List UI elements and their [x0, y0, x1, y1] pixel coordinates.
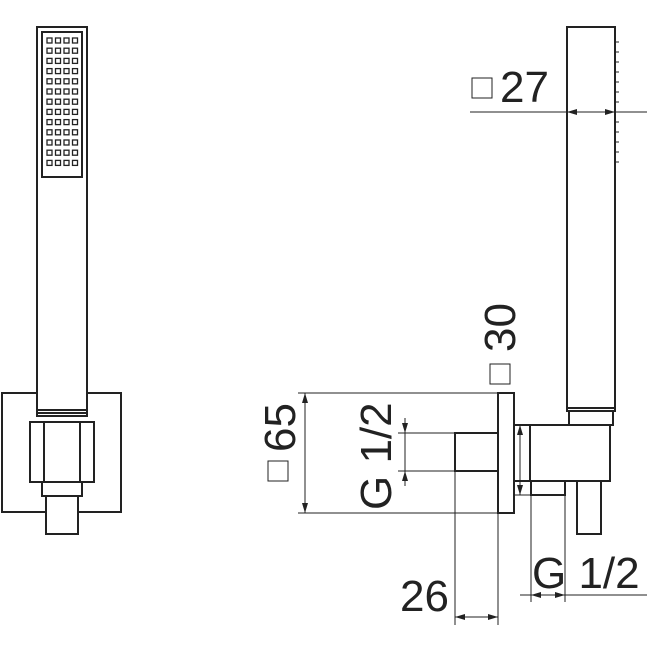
nozzle [71, 139, 79, 146]
nozzle [46, 108, 53, 116]
nozzle [54, 67, 62, 75]
dim-top-square-label: 27 [500, 63, 549, 112]
dimension-depth-26: 26 [400, 471, 499, 625]
nozzle [71, 47, 79, 54]
square-symbol-icon [489, 363, 511, 385]
nozzle [71, 78, 79, 85]
nozzle [71, 149, 79, 156]
nozzle [63, 67, 70, 75]
nozzle [71, 129, 79, 136]
nozzle [71, 37, 79, 44]
nozzle [54, 78, 62, 85]
nozzle [71, 98, 79, 105]
nozzle [54, 47, 62, 54]
square-symbol-icon [471, 77, 493, 99]
nozzle [71, 88, 79, 95]
side-view [454, 26, 619, 535]
nozzle [63, 98, 70, 105]
nozzle [54, 118, 62, 126]
nozzle [54, 98, 62, 105]
handset-collar-side [568, 410, 614, 426]
nozzle-edge-side [615, 41, 619, 163]
handset-body-side [566, 26, 616, 412]
nozzle [46, 88, 53, 95]
dim-left-square-label: 65 [256, 403, 305, 452]
hose-pipe-front [45, 495, 79, 535]
nozzle [54, 149, 62, 156]
bracket-lower-pipe [576, 480, 602, 535]
nozzle [63, 139, 70, 146]
nozzle [46, 139, 53, 146]
nozzle [63, 108, 70, 116]
nozzle [54, 37, 62, 44]
nozzle [54, 108, 62, 116]
bracket-front [29, 421, 95, 483]
nozzle [54, 88, 62, 95]
nozzle [54, 139, 62, 146]
nozzle [63, 88, 70, 95]
dimension-square-27: 27 [470, 63, 647, 115]
nozzle [46, 67, 53, 75]
nozzle [46, 129, 53, 136]
nozzle [54, 129, 62, 136]
dim-depth-label: 26 [400, 572, 449, 621]
nozzle [46, 149, 53, 156]
nozzle [46, 47, 53, 54]
nozzle [63, 78, 70, 85]
dim-thread-left-label: G 1/2 [352, 402, 401, 510]
wall-thread-pipe [454, 432, 499, 472]
nozzle [46, 98, 53, 105]
dim-thread-bottom-label: G 1/2 [532, 549, 640, 598]
nozzle [63, 37, 70, 44]
nozzle [63, 129, 70, 136]
wall-plate-side [497, 392, 515, 514]
nozzle [71, 67, 79, 75]
nozzle [71, 118, 79, 126]
dim-mid-square-label: 30 [476, 303, 525, 352]
bracket-side [513, 424, 611, 482]
nozzle [71, 159, 79, 167]
nozzle [63, 57, 70, 65]
front-view [1, 26, 122, 535]
hose-outlet-front [41, 481, 83, 497]
nozzle [54, 57, 62, 65]
shower-head-face [41, 31, 83, 178]
handset-body-front [36, 26, 88, 414]
dimension-square-30: 30 [476, 303, 530, 496]
nozzle [46, 57, 53, 65]
dimension-thread-left: G 1/2 [352, 402, 455, 510]
square-symbol-icon [267, 460, 289, 482]
dimension-thread-bottom: G 1/2 [520, 495, 647, 602]
nozzle [71, 108, 79, 116]
nozzle [63, 149, 70, 156]
nozzle [63, 118, 70, 126]
nozzle [71, 57, 79, 65]
handset-collar-front [36, 409, 88, 417]
dimension-square-65: 65 [256, 392, 498, 514]
nozzle [46, 78, 53, 85]
nozzle [63, 159, 70, 167]
hose-outlet-side [530, 480, 566, 496]
nozzle [63, 47, 70, 54]
nozzle-grid [46, 37, 79, 167]
nozzle [54, 159, 62, 167]
nozzle [46, 159, 53, 167]
nozzle [46, 118, 53, 126]
nozzle [46, 37, 53, 44]
